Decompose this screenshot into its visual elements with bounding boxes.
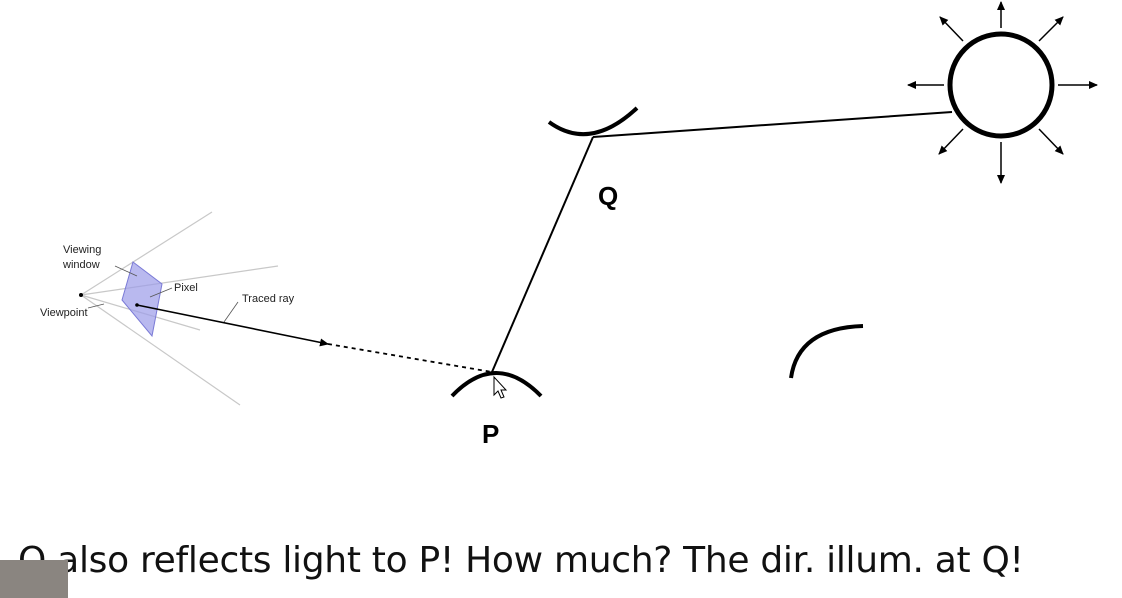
pixel-label: Pixel: [174, 282, 198, 294]
surface-q: [547, 106, 639, 137]
viewing-window-label-1: Viewing: [63, 244, 101, 256]
surface-other: [789, 324, 864, 379]
traced-ray-dashed: [327, 343, 493, 373]
viewing-window-plane: [121, 261, 163, 338]
viewpoint-dot: [79, 293, 83, 297]
traced-ray-label: Traced ray: [242, 293, 295, 305]
camera-frustum: [79, 211, 279, 406]
cursor-icon: [493, 375, 508, 399]
caption: Q also reflects light to P! How much? Th…: [18, 540, 1024, 581]
viewpoint-label: Viewpoint: [40, 307, 88, 319]
path-p-to-q: [491, 136, 594, 373]
point-q-label: Q: [598, 181, 618, 211]
webcam-thumbnail: [0, 560, 68, 598]
sun-icon: [907, 1, 1098, 184]
point-p-label: P: [482, 419, 499, 449]
traced-ray-solid: [136, 304, 329, 347]
path-q-to-light: [592, 111, 953, 138]
surface-p: [450, 371, 543, 398]
viewing-window-label-2: window: [62, 259, 100, 271]
